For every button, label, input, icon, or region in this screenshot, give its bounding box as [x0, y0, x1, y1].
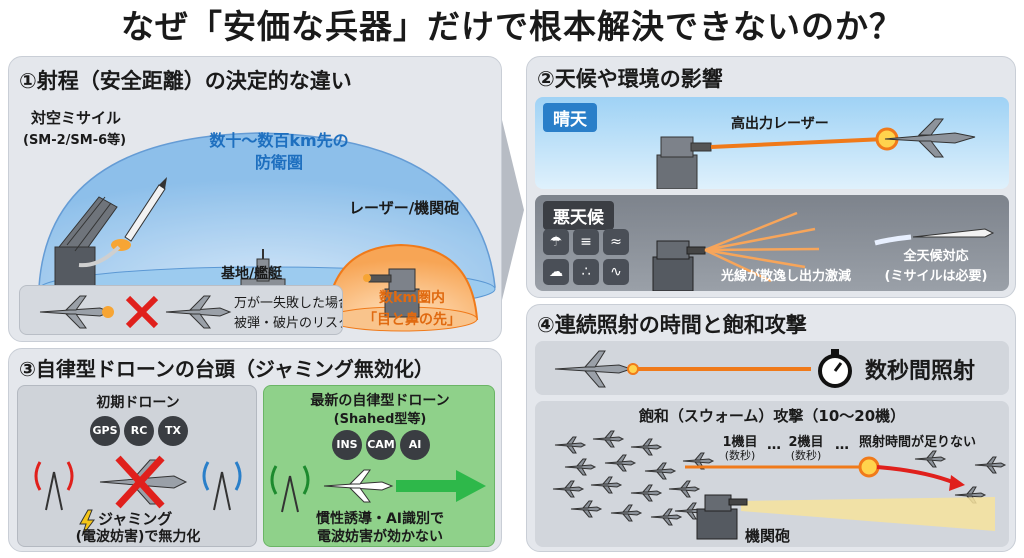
insufficient-label: 照射時間が足りない	[859, 435, 977, 450]
laser-gun-label: レーザー/機関砲	[349, 199, 460, 217]
drone-icon	[974, 456, 1007, 474]
high-power-laser-label: 高出力レーザー	[731, 116, 829, 132]
dots-1: …	[767, 437, 781, 453]
bad-weather-tag: 悪天候	[543, 201, 614, 230]
drone-icon	[592, 430, 625, 448]
drone-swarm	[552, 430, 1007, 526]
panel-weather: ②天候や環境の影響 晴天 高出力レーザー 悪天候 ☂ ≡ ≈ ☁ ∴ ∿	[526, 56, 1016, 298]
signal-tower-icon	[34, 461, 74, 511]
fog-icon: ≡	[573, 229, 599, 255]
signal-tower-icon	[270, 465, 310, 513]
drone-icon	[630, 438, 663, 456]
autonomous-drone-box: 最新の自律型ドローン (Shahed型等) INS CAM AI 慣性誘導・AI…	[263, 385, 495, 547]
cross-icon	[115, 455, 165, 509]
page-title: なぜ「安価な兵器」だけで根本解決できないのか？	[121, 7, 903, 46]
laser-turret-icon	[363, 268, 420, 318]
panel-range: ①射程（安全距離）の決定的な違い	[8, 56, 502, 342]
drone-icon	[668, 480, 701, 498]
missile-icon	[78, 177, 167, 268]
risk-inset: 万が一失敗した場合、 被弾・破片のリスク	[19, 285, 343, 335]
range-label-2: 防衛圏	[254, 153, 303, 172]
ai-icon: AI	[400, 430, 430, 460]
drone-icon	[165, 295, 232, 329]
smoke-icon: ☁	[543, 259, 569, 285]
drone-icon	[590, 476, 623, 494]
wind-icon: ≈	[603, 229, 629, 255]
immune-label-1: 慣性誘導・AI識別で	[315, 511, 445, 527]
short-range-label-2: 「目と鼻の先」	[363, 312, 461, 328]
seconds-label: 数秒間照射	[865, 359, 976, 384]
first-target-2: (数秒)	[724, 449, 756, 462]
risk-text-1: 万が一失敗した場合、	[234, 296, 342, 311]
range-label-1: 数十〜数百km先の	[209, 131, 349, 150]
swarm-title: 飽和（スウォーム）攻撃（10〜20機）	[638, 407, 906, 425]
risk-text-2: 被弾・破片のリスク	[234, 316, 343, 331]
gun-label: 機関砲	[745, 527, 791, 545]
swarm-box: 飽和（スウォーム）攻撃（10〜20機） 1機目 (数秒) … 2機目 (数秒) …	[535, 401, 1009, 547]
missile-label-2: (SM-2/SM-6等)	[23, 133, 127, 148]
new-drone-title-2: (Shahed型等)	[333, 412, 427, 427]
dust-icon: ∴	[573, 259, 599, 285]
drone-icon	[914, 450, 947, 468]
drone-icon	[552, 480, 585, 498]
panel-range-title: ①射程（安全距離）の決定的な違い	[19, 69, 352, 93]
panel-saturation: ④連続照射の時間と飽和攻撃 数秒間照射 飽和（スウォーム）攻撃（10〜20機）	[526, 304, 1016, 552]
laser-turret-icon	[652, 240, 706, 291]
immune-label-2: 電波妨害が効かない	[317, 529, 443, 545]
swarm-scene	[552, 430, 1007, 540]
scatter-label: 光線が散逸し出力激減	[721, 269, 852, 284]
jamming-label-1: ジャミング	[98, 510, 173, 528]
drone-icon	[884, 118, 976, 158]
drone-icon	[610, 504, 643, 522]
antenna-icon: TX	[158, 416, 188, 446]
second-target-2: (数秒)	[790, 449, 822, 462]
base-label: 基地/艦艇	[221, 266, 283, 282]
ins-icon: INS	[332, 430, 362, 460]
panel-weather-title: ②天候や環境の影響	[537, 67, 723, 91]
camera-icon: CAM	[366, 430, 396, 460]
drone-icon	[554, 350, 633, 388]
missile-label-1: 対空ミサイル	[31, 109, 122, 127]
cross-icon	[125, 295, 159, 329]
early-drone-box: 初期ドローン GPS RC TX	[17, 385, 257, 547]
dots-2: …	[835, 437, 849, 453]
drone-icon	[323, 469, 394, 503]
stopwatch-icon	[818, 349, 852, 388]
all-weather-label-1: 全天候対応	[903, 249, 969, 264]
missile-icon	[874, 228, 995, 246]
drone-icon	[570, 500, 603, 518]
gun-turret-icon	[696, 494, 748, 540]
remote-control-icon: RC	[124, 416, 154, 446]
range-scene	[38, 132, 496, 332]
drone-icon	[564, 458, 597, 476]
lightning-icon	[79, 509, 95, 537]
arrow-right-icon	[396, 470, 486, 502]
jamming-label-2: (電波妨害)で無力化	[75, 529, 201, 545]
all-weather-label-2: (ミサイルは必要)	[884, 269, 988, 284]
drone-icon	[554, 436, 587, 454]
first-target-1: 1機目	[722, 435, 758, 450]
clear-weather-box: 晴天 高出力レーザー	[535, 97, 1009, 189]
signal-tower-icon	[202, 461, 242, 511]
single-target-box: 数秒間照射	[535, 341, 1009, 395]
drone-icon	[650, 508, 683, 526]
bad-weather-box: 悪天候 ☂ ≡ ≈ ☁ ∴ ∿ 光線が散逸し出力激減 全天候対応 (ミサイルは必…	[535, 195, 1009, 291]
panel-autonomous-title: ③自律型ドローンの台頭（ジャミング無効化）	[19, 357, 434, 381]
clear-tag: 晴天	[543, 103, 597, 132]
early-drone-title: 初期ドローン	[96, 395, 180, 411]
drone-icon	[630, 484, 663, 502]
panel-saturation-title: ④連続照射の時間と飽和攻撃	[537, 313, 807, 337]
new-drone-title-1: 最新の自律型ドローン	[310, 393, 450, 409]
panel-autonomous: ③自律型ドローンの台頭（ジャミング無効化） 初期ドローン GPS RC TX	[8, 348, 502, 552]
chevron-right-icon	[502, 120, 524, 300]
laser-turret-icon	[656, 136, 712, 189]
second-target-1: 2機目	[788, 435, 824, 450]
drone-icon	[604, 454, 637, 472]
short-range-label-1: 数km圏内	[379, 290, 445, 306]
rain-icon: ☂	[543, 229, 569, 255]
drone-icon	[644, 462, 677, 480]
sandstorm-icon: ∿	[603, 259, 629, 285]
gps-icon: GPS	[90, 416, 120, 446]
drone-icon	[39, 295, 114, 329]
